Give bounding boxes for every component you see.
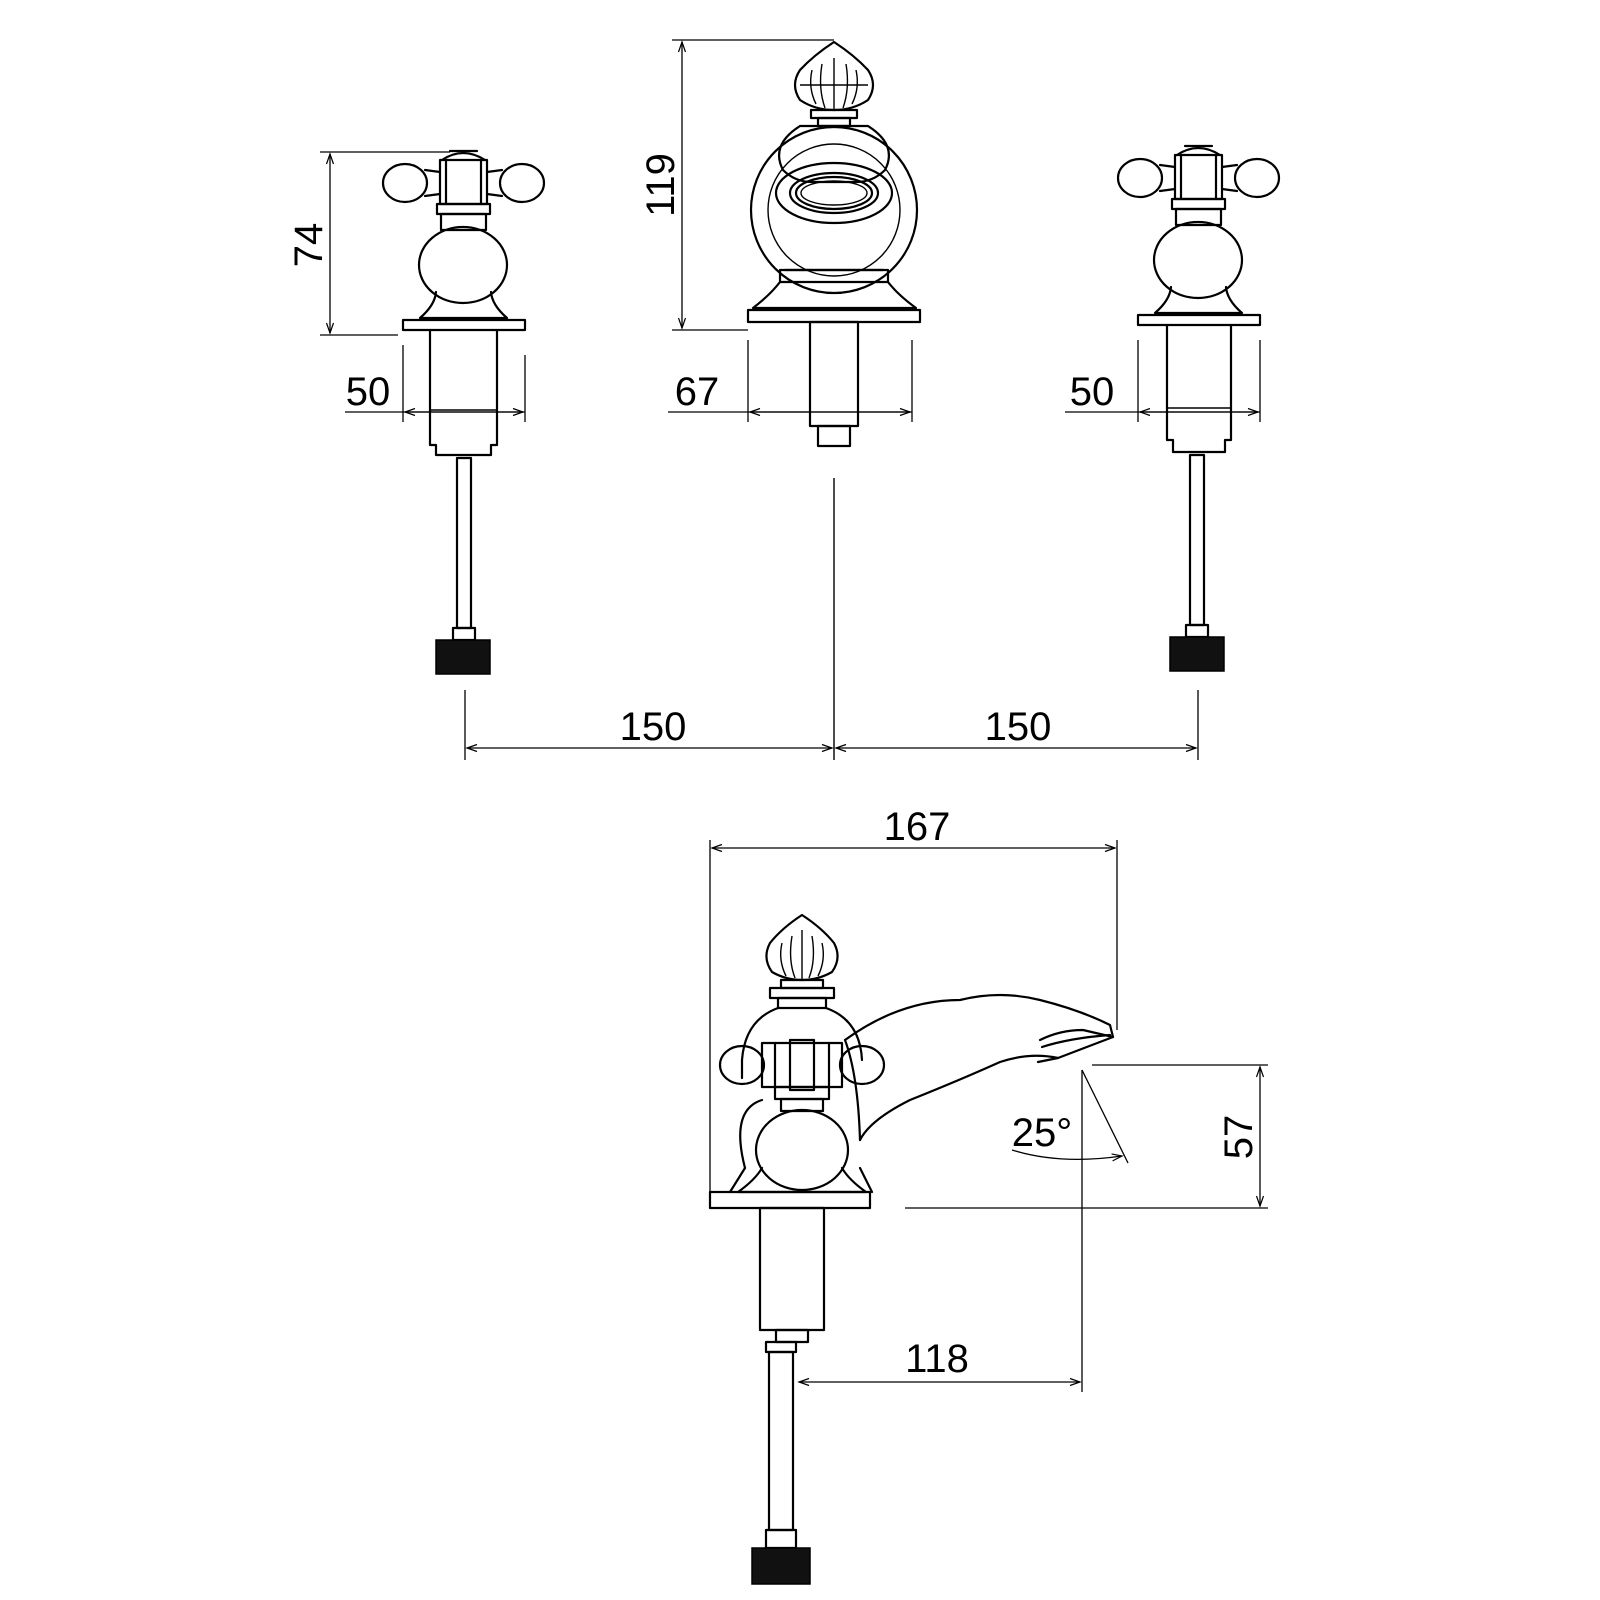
dim-label-reach: 118 <box>905 1337 969 1381</box>
dim-label-handle-height: 74 <box>287 223 331 268</box>
dim-label-right-spacing: 150 <box>985 705 1052 749</box>
dim-label-spout-shank-width: 67 <box>675 370 720 414</box>
left-handle-valve <box>381 149 546 675</box>
spout-front-view <box>746 40 922 760</box>
dim-label-left-shank-width: 50 <box>346 370 391 414</box>
dimension-lines <box>320 39 1268 1392</box>
dim-label-angle: 25° <box>1012 1111 1073 1155</box>
dim-label-spout-height: 119 <box>639 153 683 217</box>
spout-side-view <box>708 913 1115 1585</box>
dim-label-total-length: 167 <box>884 805 951 849</box>
dim-label-right-shank-width: 50 <box>1070 370 1115 414</box>
dim-label-left-spacing: 150 <box>620 705 687 749</box>
dim-label-outlet-height: 57 <box>1217 1115 1261 1160</box>
right-handle-valve <box>1116 144 1281 672</box>
